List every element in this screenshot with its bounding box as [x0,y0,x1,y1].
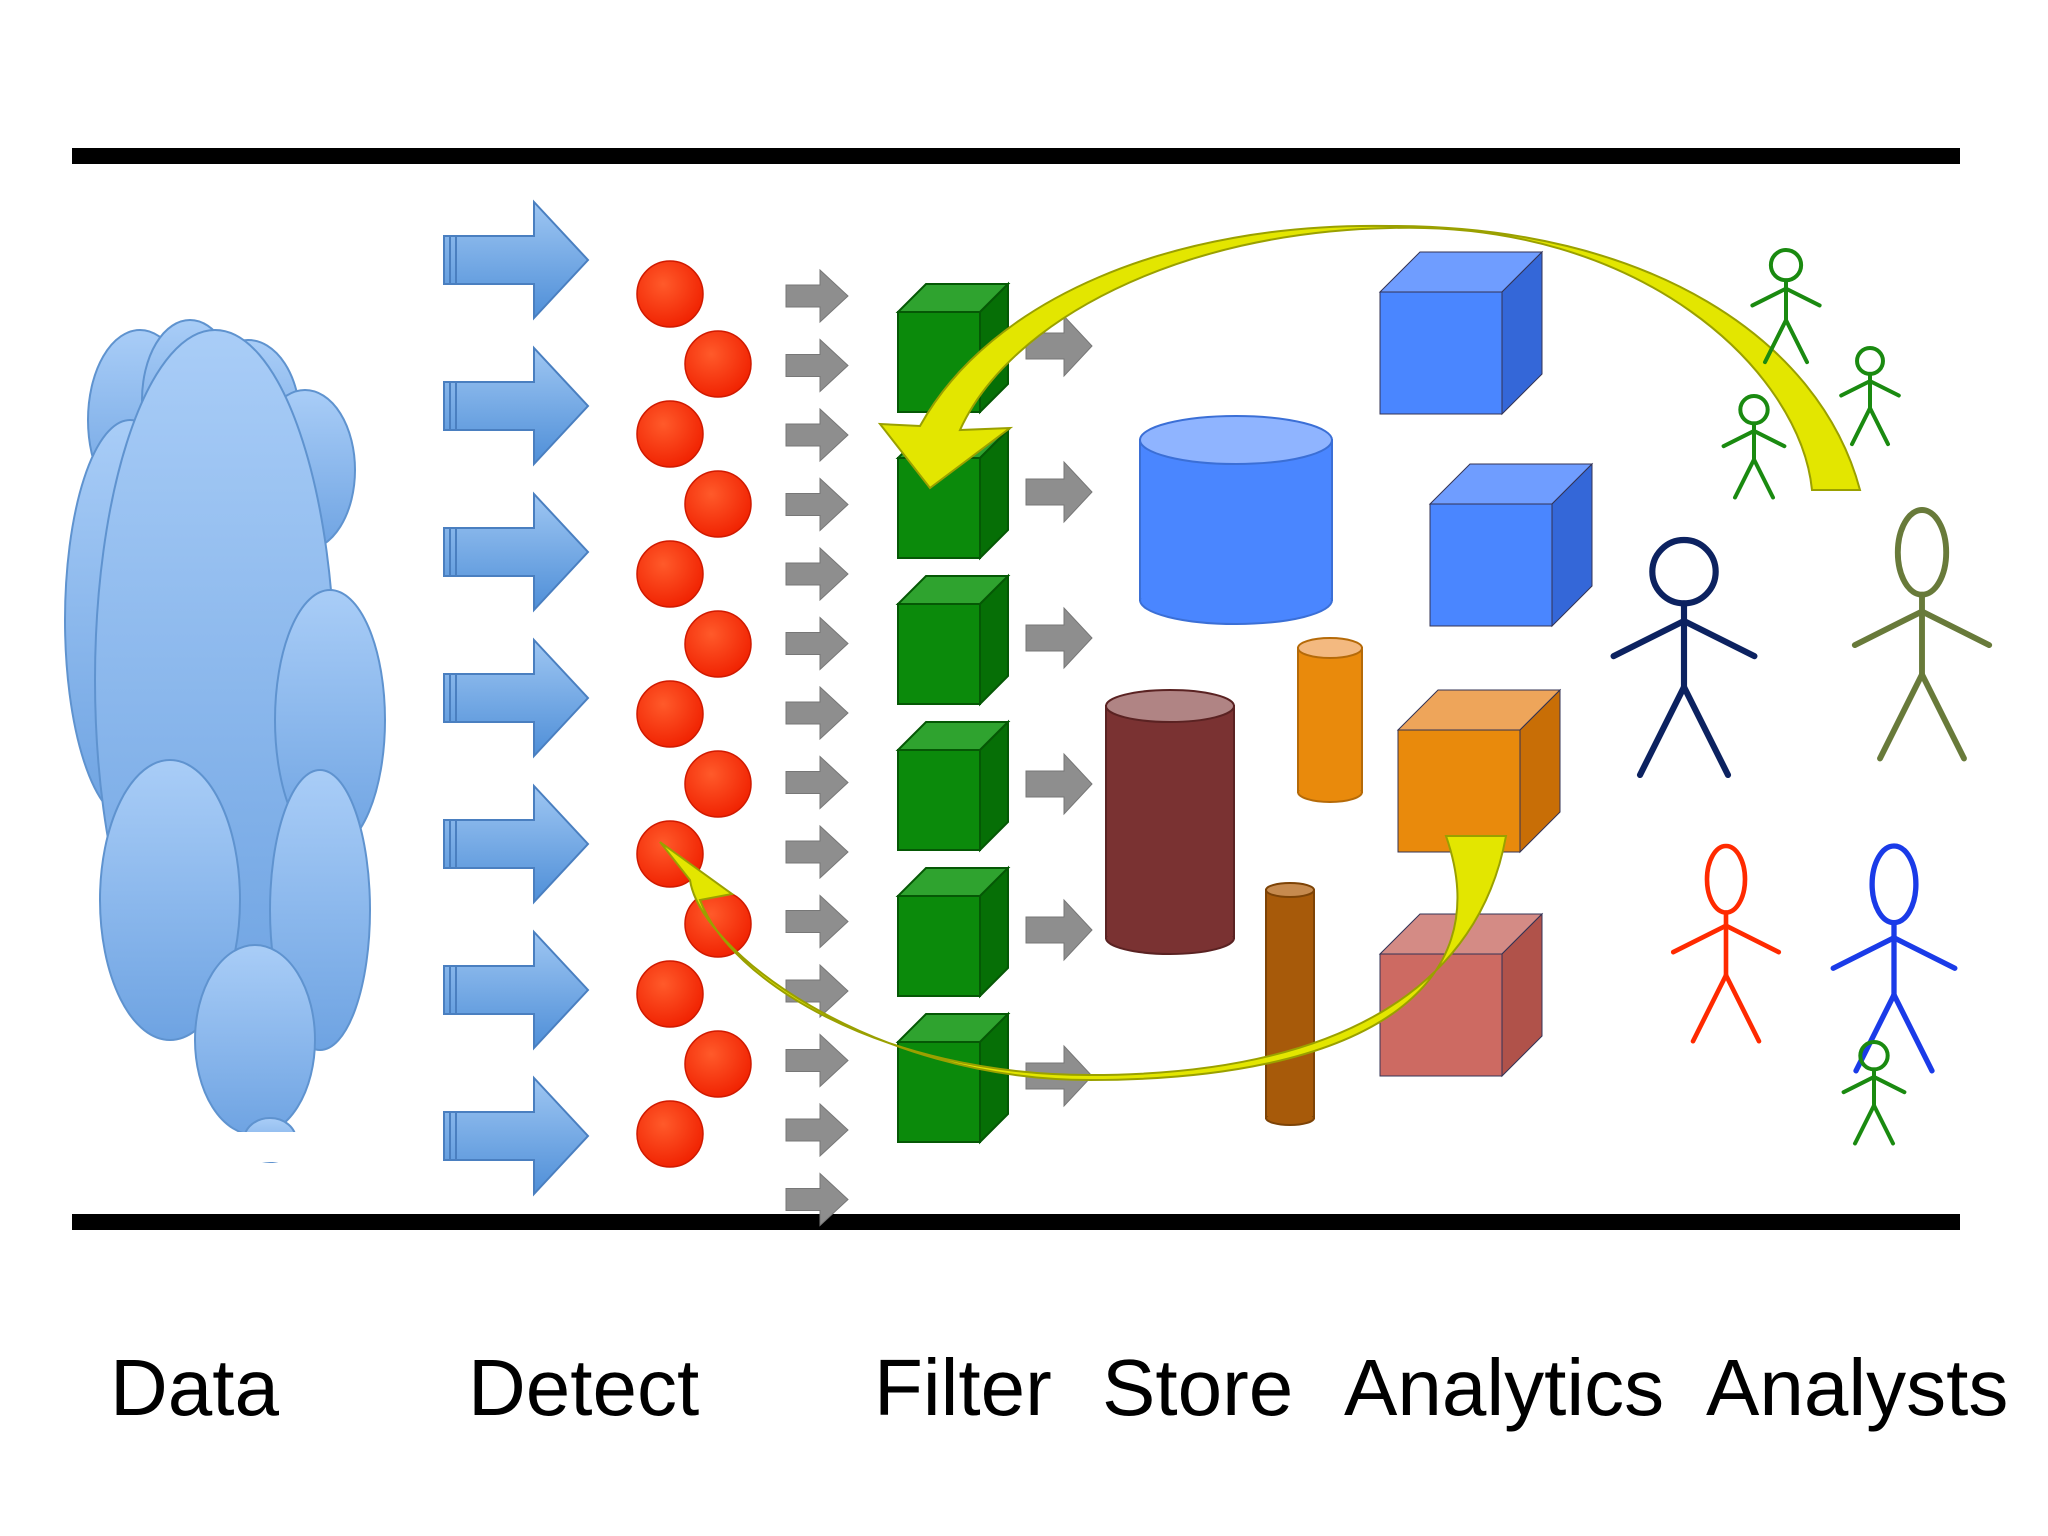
maroon-cylinder [1105,689,1235,955]
detect-dot [636,400,704,468]
feedback-arrow-top [877,224,1862,491]
orange-cylinder [1297,637,1363,803]
detect-dot [636,540,704,608]
label-detect: Detect [468,1343,700,1432]
grey-arrow [785,755,849,810]
analyst-navy [1610,536,1758,779]
input-arrows [443,199,590,1197]
grey-arrow [785,824,849,880]
feedback-arrow-bottom [659,835,1508,1082]
detect-dot [636,960,704,1028]
analyst-green-3 [1721,394,1787,500]
grey-arrow [785,477,849,532]
grey-arrow [785,1172,849,1227]
store-arrow [1025,752,1093,816]
label-analysts: Analysts [1706,1343,2009,1432]
store-arrow [1025,606,1093,670]
grey-arrow [785,1102,849,1158]
input-arrow [443,491,590,613]
input-arrow [443,637,590,759]
detect-dot [684,610,752,678]
grey-arrow [785,268,849,324]
label-data: Data [110,1343,279,1432]
grey-arrow [785,616,849,671]
blue-cylinder [1139,415,1333,625]
analyst-blue [1830,843,1958,1074]
grey-arrow [785,546,849,602]
detect-dot [684,750,752,818]
analytics-cube [1428,462,1594,628]
analyst-red [1670,843,1782,1044]
top-rail [72,148,1960,164]
detect-dot [684,470,752,538]
label-store: Store [1102,1343,1294,1432]
store-arrow [1025,460,1093,524]
grey-arrow [785,407,849,463]
grey-arrow [785,338,849,393]
input-arrow [443,199,590,321]
store-arrow [1025,898,1093,962]
input-arrow [443,929,590,1051]
filter-cube [895,719,1011,853]
analyst-olive [1851,507,1993,762]
input-arrow [443,783,590,905]
analyst-green-1 [1750,248,1822,365]
grey-arrow [785,963,849,1019]
detect-dot [684,1030,752,1098]
grey-arrow [785,1033,849,1088]
analyst-green-2 [1839,346,1901,447]
analytics-cube [1378,912,1544,1078]
grey-arrow-stack [785,268,849,1227]
detect-dot [684,330,752,398]
grey-arrow [785,894,849,949]
detect-dot [636,680,704,748]
brown-cylinder [1265,882,1315,1126]
store-arrow [1025,314,1093,378]
filter-cube [895,865,1011,999]
store-arrows [1025,314,1093,1108]
bottom-rail [72,1214,1960,1230]
input-arrow [443,1075,590,1197]
detect-dot [684,890,752,958]
data-cloud [64,319,386,1163]
input-arrow [443,345,590,467]
analysts [1610,248,1993,1146]
filter-cube [895,573,1011,707]
grey-arrow [785,685,849,741]
detect-dot [636,260,704,328]
analyst-green-4 [1841,1040,1907,1146]
label-analytics: Analytics [1344,1343,1665,1432]
analytics-cubes [1378,250,1594,1078]
analytics-cube [1396,688,1562,854]
label-filter: Filter [874,1343,1052,1432]
filter-cube [895,1011,1011,1145]
detect-dot [636,1100,704,1168]
detect-dots [636,260,752,1168]
analytics-cube [1378,250,1544,416]
